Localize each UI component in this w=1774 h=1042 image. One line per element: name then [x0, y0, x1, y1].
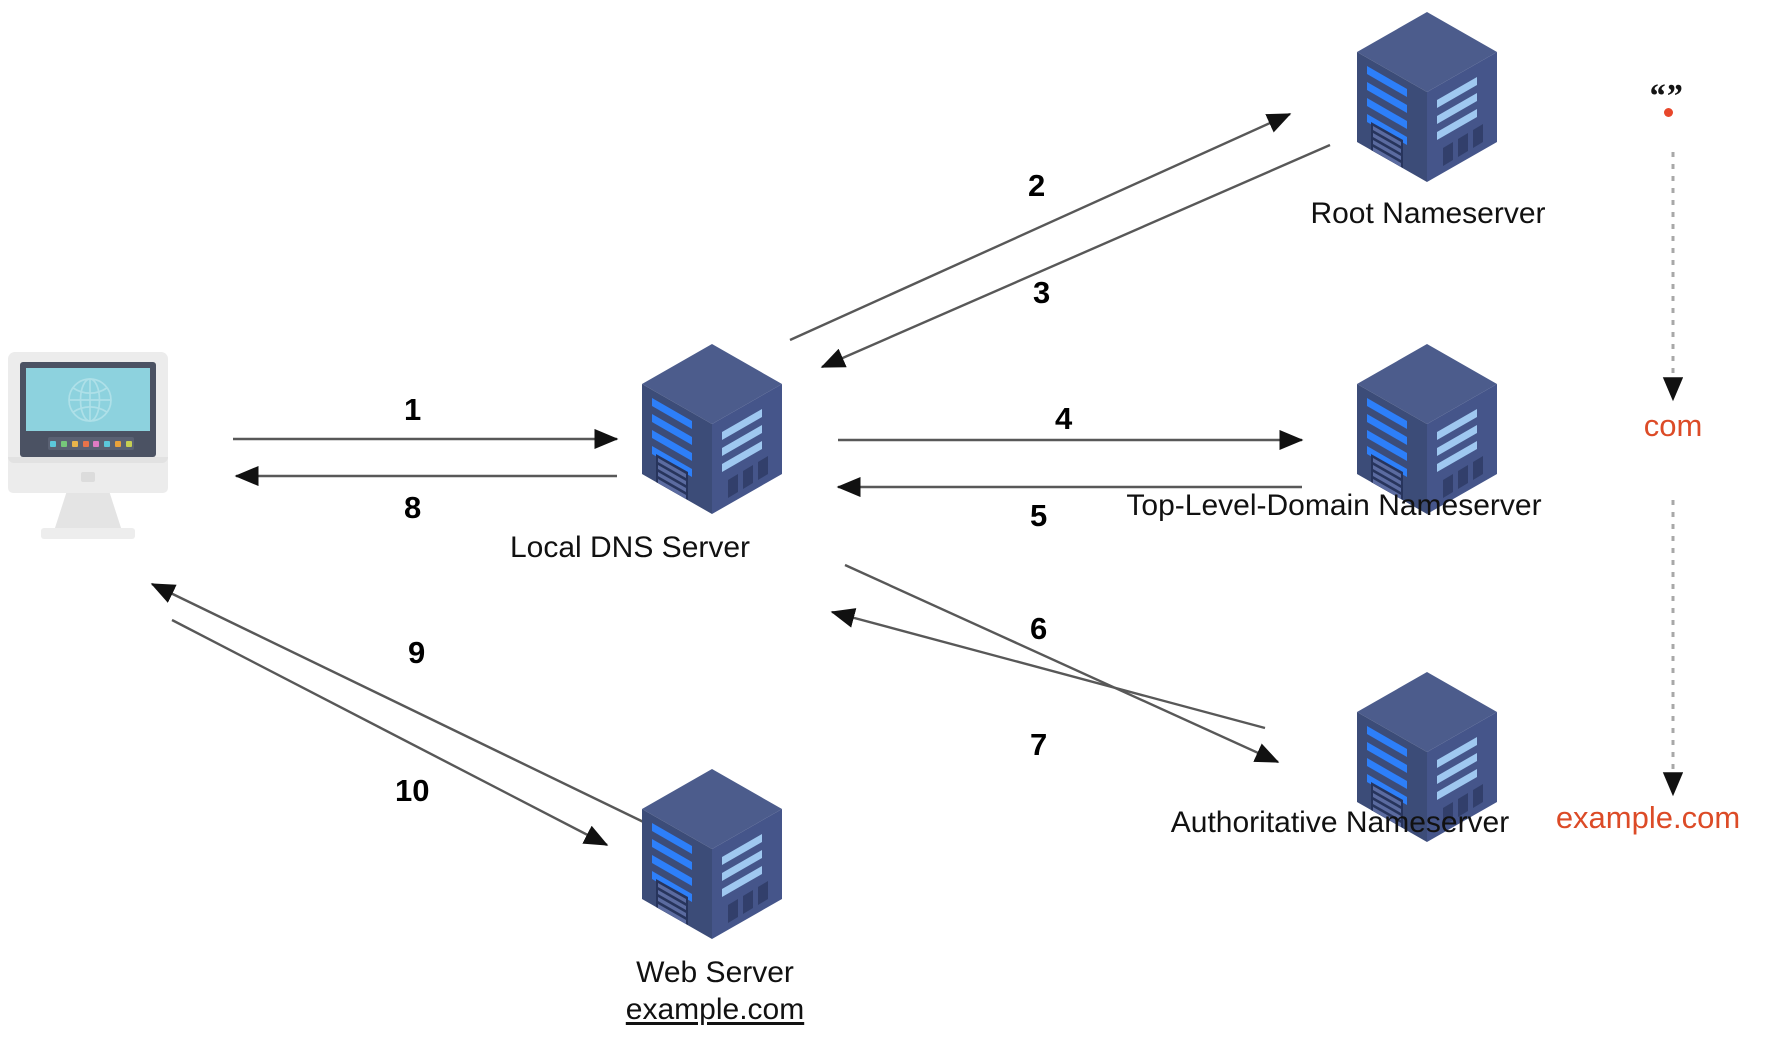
- server-icon: [642, 769, 782, 939]
- node-authoritative-nameserver[interactable]: [1345, 668, 1510, 853]
- arrow-step-10: [171, 618, 609, 847]
- label-local-dns-server: Local DNS Server: [430, 530, 830, 567]
- monitor-inner-frame: [20, 362, 156, 457]
- monitor-screen: [26, 368, 150, 431]
- dock-dot-2: [61, 440, 68, 447]
- arrow-step-7: [844, 563, 1280, 764]
- label-root-nameserver: Root Nameserver: [1228, 196, 1628, 233]
- server-icon: [1357, 12, 1497, 182]
- step-number-1: 1: [404, 392, 422, 427]
- step-number-7: 7: [1030, 727, 1048, 762]
- label-web-server-line2: example.com: [625, 992, 805, 1026]
- label-authoritative-nameserver: Authoritative Nameserver: [1060, 805, 1620, 842]
- dock-dot-1: [50, 440, 57, 447]
- monitor-foot: [41, 528, 135, 539]
- step-number-9: 9: [408, 635, 426, 670]
- step-number-6: 6: [1030, 611, 1048, 646]
- dock-dot-6: [104, 440, 111, 447]
- server-icon: [642, 344, 782, 514]
- arrow-step-6: [830, 608, 1266, 730]
- label-tld-nameserver-text: Top-Level-Domain Nameserver: [1126, 489, 1542, 522]
- label-root-nameserver-text: Root Nameserver: [1310, 197, 1546, 230]
- node-web-server[interactable]: [630, 765, 795, 950]
- node-root-nameserver[interactable]: [1345, 8, 1510, 193]
- node-tld-nameserver[interactable]: [1345, 340, 1510, 525]
- step-number-3: 3: [1033, 275, 1051, 310]
- step-number-5: 5: [1030, 498, 1048, 533]
- dock-dot-7: [114, 440, 121, 447]
- dock-dot-5: [93, 440, 100, 447]
- arrow-step-3: [820, 143, 1331, 369]
- label-web-server-line1: Web Server: [636, 956, 794, 989]
- step-number-10: 10: [395, 773, 430, 808]
- server-icon: [1357, 344, 1497, 514]
- dock-dot-8: [125, 440, 132, 447]
- monitor-dock: [48, 437, 134, 450]
- zone-label-example-com: example.com: [1555, 800, 1741, 835]
- label-tld-nameserver: Top-Level-Domain Nameserver: [1024, 488, 1644, 525]
- step-number-4: 4: [1055, 401, 1073, 436]
- server-icon: [1357, 672, 1497, 842]
- zone-label-com: com: [1643, 408, 1703, 443]
- monitor-power-button[interactable]: [81, 472, 95, 482]
- monitor-neck-bar: [8, 457, 168, 463]
- label-authoritative-nameserver-text: Authoritative Nameserver: [1170, 806, 1510, 839]
- label-web-server: Web Server example.com: [510, 955, 920, 1028]
- node-local-dns-server[interactable]: [630, 340, 795, 525]
- label-local-dns-server-text: Local DNS Server: [509, 531, 751, 564]
- dock-dot-4: [82, 440, 89, 447]
- step-number-8: 8: [404, 490, 422, 525]
- step-number-2: 2: [1028, 168, 1046, 203]
- globe-icon: [68, 378, 112, 422]
- zone-root-dot-icon: [1664, 108, 1673, 117]
- dock-dot-3: [71, 440, 78, 447]
- monitor-stand: [54, 493, 122, 531]
